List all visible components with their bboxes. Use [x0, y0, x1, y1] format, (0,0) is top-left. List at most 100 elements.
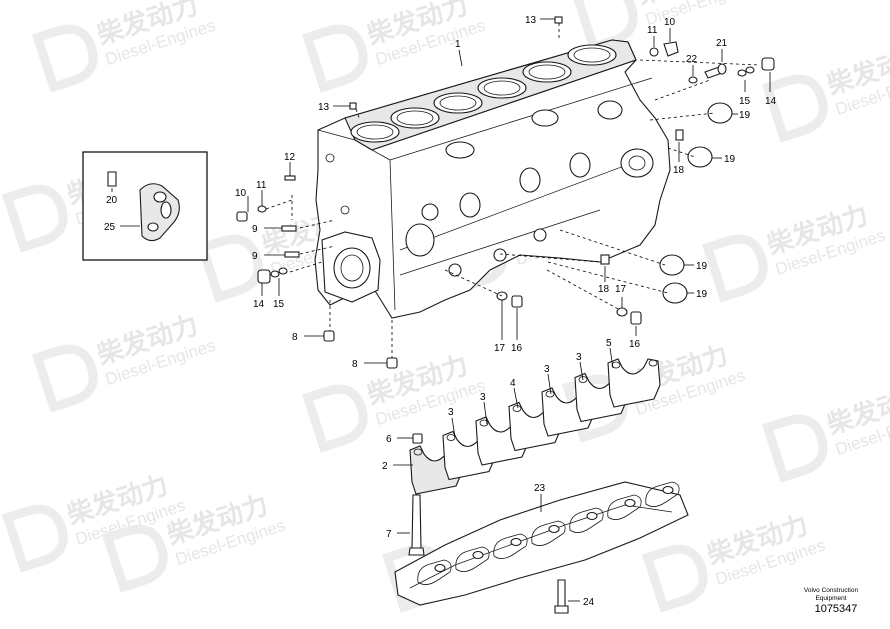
- watermark-logo: [761, 74, 828, 143]
- callout-7: 7: [386, 529, 392, 540]
- watermark-logo: [301, 24, 368, 93]
- ladder-frame-window: [569, 507, 604, 533]
- bearing-cap-bolt-hole: [446, 434, 456, 441]
- callout-22: 22: [686, 54, 698, 65]
- watermark-logo: [301, 384, 368, 453]
- ladder-frame-window: [607, 494, 642, 520]
- watermark-logo: [701, 234, 768, 303]
- ladder-frame-boss: [510, 537, 522, 547]
- ladder-frame-boss: [624, 498, 636, 508]
- callout-3-b: 3: [544, 364, 550, 375]
- ladder-frame-windows: [417, 481, 680, 585]
- leader-lines: [111, 18, 771, 602]
- callout-11-left: 11: [256, 180, 267, 191]
- callout-21: 21: [716, 38, 728, 49]
- ladder-frame-window: [645, 481, 680, 507]
- ladder-frame-boss: [662, 485, 674, 495]
- callout-18-mid: 18: [598, 284, 610, 295]
- watermark-logo: [101, 524, 168, 593]
- bearing-cap-bolt-hole: [578, 376, 588, 383]
- callout-16-right: 16: [629, 339, 641, 350]
- alignment-lines: [265, 23, 761, 358]
- small-parts: [236, 16, 775, 614]
- brand-line-2: Equipment: [815, 595, 846, 602]
- watermark-logo: [761, 414, 828, 483]
- callout-15-top: 15: [739, 96, 751, 107]
- callout-9-b: 9: [252, 251, 258, 262]
- watermark-logo: [196, 234, 263, 303]
- watermark-logo: [1, 184, 68, 253]
- callout-18-top: 18: [673, 165, 685, 176]
- ladder-frame: [394, 481, 689, 606]
- brand-line-1: Volvo Construction: [804, 587, 859, 594]
- callout-8-b: 8: [352, 359, 358, 370]
- callout-12: 12: [284, 152, 296, 163]
- callout-19-a: 19: [739, 110, 751, 121]
- ladder-frame-window: [531, 520, 566, 546]
- callout-9-a: 9: [252, 224, 258, 235]
- callout-11-top: 11: [647, 25, 658, 36]
- callout-19-b: 19: [724, 154, 736, 165]
- block-side-openings: [405, 100, 654, 277]
- ladder-frame-boss: [472, 550, 484, 560]
- bearing-cap-bolt-hole: [512, 405, 522, 412]
- callouts: 13 1 11 10 21 22 15 14 19 19 18 19 19 18…: [104, 15, 777, 608]
- bearing-cap-bolt-hole: [413, 448, 423, 456]
- watermark-logo: [641, 544, 708, 613]
- callout-14-left: 14: [253, 299, 265, 310]
- callout-13-top: 13: [525, 15, 537, 26]
- callout-25: 25: [104, 222, 116, 233]
- callout-15-left: 15: [273, 299, 285, 310]
- watermark-logo: [1, 504, 68, 573]
- callout-8-a: 8: [292, 332, 298, 343]
- callout-4: 4: [510, 378, 516, 389]
- callout-2: 2: [382, 461, 388, 472]
- callout-19-d: 19: [696, 289, 708, 300]
- block-front-face: [321, 153, 381, 303]
- callout-6: 6: [386, 434, 392, 445]
- callout-3-c: 3: [480, 392, 486, 403]
- ladder-frame-boss: [434, 563, 446, 573]
- callout-5: 5: [606, 338, 612, 349]
- drawing-number: 1075347: [815, 603, 858, 615]
- callout-19-c: 19: [696, 261, 708, 272]
- callout-16-mid: 16: [511, 343, 523, 354]
- ladder-frame-boss: [548, 524, 560, 534]
- callout-13-mid: 13: [318, 102, 330, 113]
- cylinder-bores: [350, 44, 617, 143]
- callout-17-mid: 17: [494, 343, 506, 354]
- bearing-cap-bolt-hole: [611, 361, 621, 369]
- callout-17-right: 17: [615, 284, 627, 295]
- watermark-logo: [31, 24, 98, 93]
- ladder-frame-window: [417, 559, 452, 585]
- callout-3-a: 3: [576, 352, 582, 363]
- ladder-frame-window: [493, 533, 528, 559]
- watermark-subtitle: Diesel-Engines: [643, 0, 758, 29]
- main-bearing-caps: [409, 358, 661, 495]
- bearing-cap-bolt-hole: [545, 390, 555, 398]
- callout-20: 20: [106, 195, 118, 206]
- callout-23: 23: [534, 483, 546, 494]
- bearing-cap: [607, 358, 661, 408]
- ladder-frame-window: [455, 546, 490, 572]
- callout-14-top: 14: [765, 96, 777, 107]
- ladder-frame-boss: [586, 511, 598, 521]
- watermark-logo: [571, 0, 638, 53]
- callout-3-d: 3: [448, 407, 454, 418]
- detail-inset: [82, 151, 208, 261]
- callout-10-top: 10: [664, 17, 676, 28]
- bearing-cap-bolt-hole: [648, 359, 658, 367]
- title-block: Volvo Construction Equipment 1075347: [804, 587, 859, 615]
- callout-10-left: 10: [235, 188, 247, 199]
- callout-1: 1: [455, 39, 461, 50]
- callout-24: 24: [583, 597, 595, 608]
- watermark-logo: [31, 344, 98, 413]
